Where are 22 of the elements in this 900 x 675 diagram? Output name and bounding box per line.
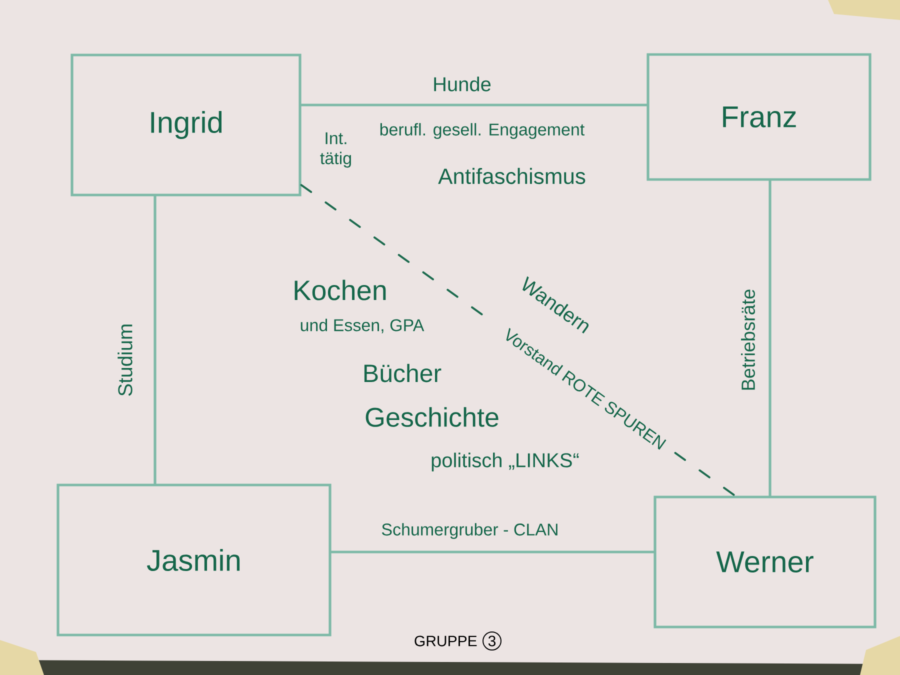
edge-label: Betriebsräte xyxy=(739,286,757,394)
note-text: Bücher xyxy=(364,364,442,382)
note-text: Kochen xyxy=(294,280,386,300)
note-text: politisch „LINKS“ xyxy=(432,452,579,472)
name-box: Jasmin xyxy=(56,484,332,636)
note-text: Antifaschismus xyxy=(438,168,586,184)
connector-line xyxy=(300,104,648,106)
name-box: Ingrid xyxy=(70,54,302,196)
note-text: Geschichte xyxy=(366,407,498,427)
connector-line xyxy=(154,195,156,485)
name-box: Werner xyxy=(654,496,876,628)
connector-line xyxy=(768,180,772,497)
note-text: und Essen, GPA xyxy=(300,318,424,334)
circled-number: 3 xyxy=(482,632,502,650)
edge-label: Hunde xyxy=(430,74,494,94)
edge-label: Schumergruber - CLAN xyxy=(379,521,561,541)
name-box: Franz xyxy=(646,53,872,181)
note-text: berufl. gesell. Engagement xyxy=(380,123,585,139)
edge-label: Studium xyxy=(116,321,134,399)
connector-line xyxy=(330,550,655,554)
caption-text: GRUPPE xyxy=(414,636,477,646)
note-text: Int. tätig xyxy=(320,132,351,168)
